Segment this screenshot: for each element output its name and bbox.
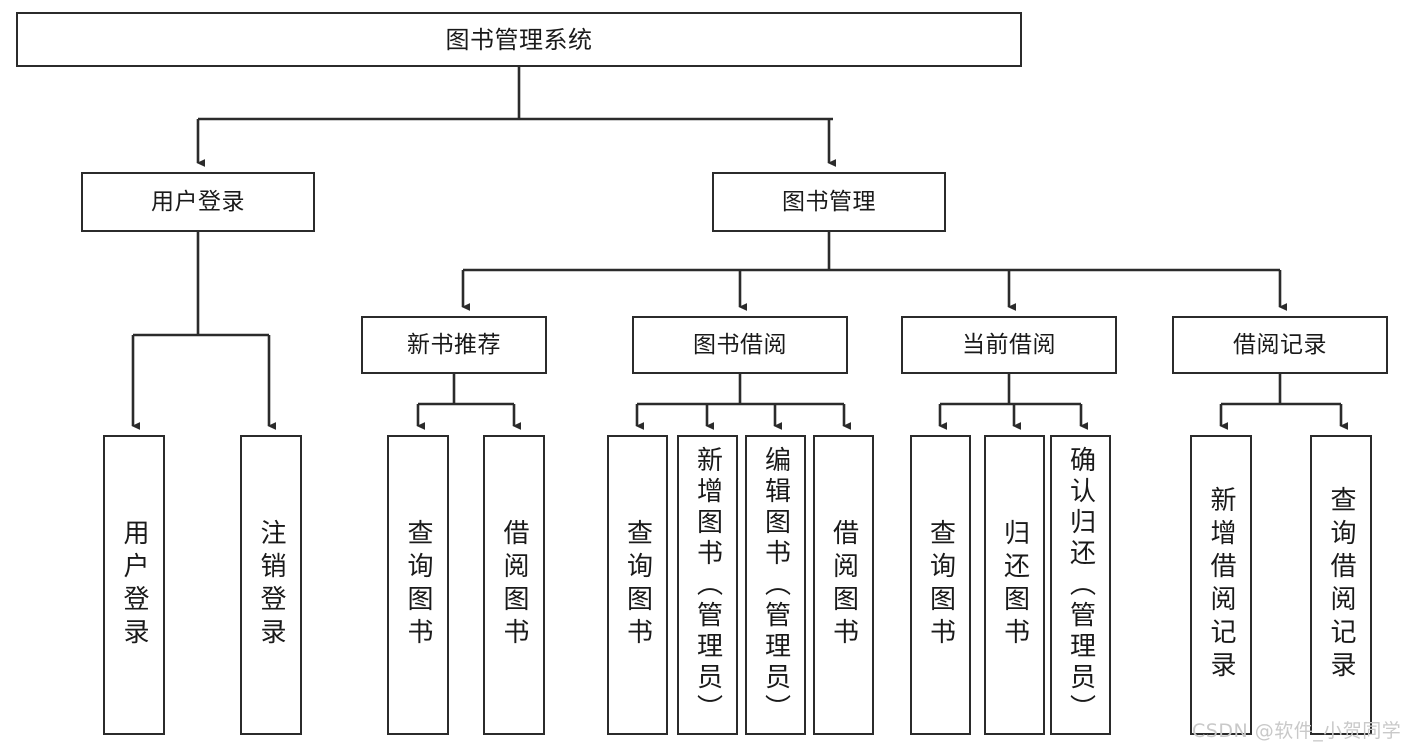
node-label: 新增图书（管理员） (692, 445, 723, 725)
node-label: 当前借阅 (962, 331, 1056, 358)
watermark: CSDN @软件_小贺同学 (1192, 720, 1402, 742)
node-new-book-recommend[interactable]: 新书推荐 (361, 316, 547, 374)
node-label: 借阅记录 (1233, 331, 1327, 358)
node-current-borrow[interactable]: 当前借阅 (901, 316, 1117, 374)
node-label: 图书借阅 (693, 331, 787, 358)
node-book-borrow[interactable]: 图书借阅 (632, 316, 848, 374)
leaf-confirm-return-admin[interactable]: 确认归还（管理员） (1050, 435, 1111, 735)
node-label: 查询借阅记录 (1326, 486, 1356, 684)
node-label: 归还图书 (999, 519, 1030, 651)
node-label: 图书管理 (782, 188, 876, 215)
leaf-logout[interactable]: 注销登录 (240, 435, 302, 735)
node-borrow-record[interactable]: 借阅记录 (1172, 316, 1388, 374)
leaf-return-book[interactable]: 归还图书 (984, 435, 1045, 735)
node-label: 借阅图书 (828, 519, 859, 651)
node-book-management[interactable]: 图书管理 (712, 172, 946, 232)
node-user-login[interactable]: 用户登录 (81, 172, 315, 232)
node-label: 新书推荐 (407, 331, 501, 358)
node-label: 用户登录 (119, 519, 149, 651)
node-label: 查询图书 (925, 519, 956, 651)
node-label: 确认归还（管理员） (1065, 445, 1096, 725)
node-label: 查询图书 (403, 519, 433, 651)
leaf-add-borrow-record[interactable]: 新增借阅记录 (1190, 435, 1252, 735)
leaf-add-book-admin[interactable]: 新增图书（管理员） (677, 435, 738, 735)
node-label: 注销登录 (256, 519, 286, 651)
leaf-query-book-recommend[interactable]: 查询图书 (387, 435, 449, 735)
leaf-query-borrow-record[interactable]: 查询借阅记录 (1310, 435, 1372, 735)
node-label: 借阅图书 (499, 519, 529, 651)
leaf-query-book-current[interactable]: 查询图书 (910, 435, 971, 735)
leaf-user-login[interactable]: 用户登录 (103, 435, 165, 735)
node-label: 图书管理系统 (445, 25, 593, 54)
leaf-borrow-book-recommend[interactable]: 借阅图书 (483, 435, 545, 735)
node-label: 用户登录 (151, 188, 245, 215)
node-root[interactable]: 图书管理系统 (16, 12, 1022, 67)
leaf-borrow-book[interactable]: 借阅图书 (813, 435, 874, 735)
leaf-query-book-borrow[interactable]: 查询图书 (607, 435, 668, 735)
node-label: 查询图书 (622, 519, 653, 651)
leaf-edit-book-admin[interactable]: 编辑图书（管理员） (745, 435, 806, 735)
node-label: 新增借阅记录 (1206, 486, 1236, 684)
node-label: 编辑图书（管理员） (760, 445, 791, 725)
